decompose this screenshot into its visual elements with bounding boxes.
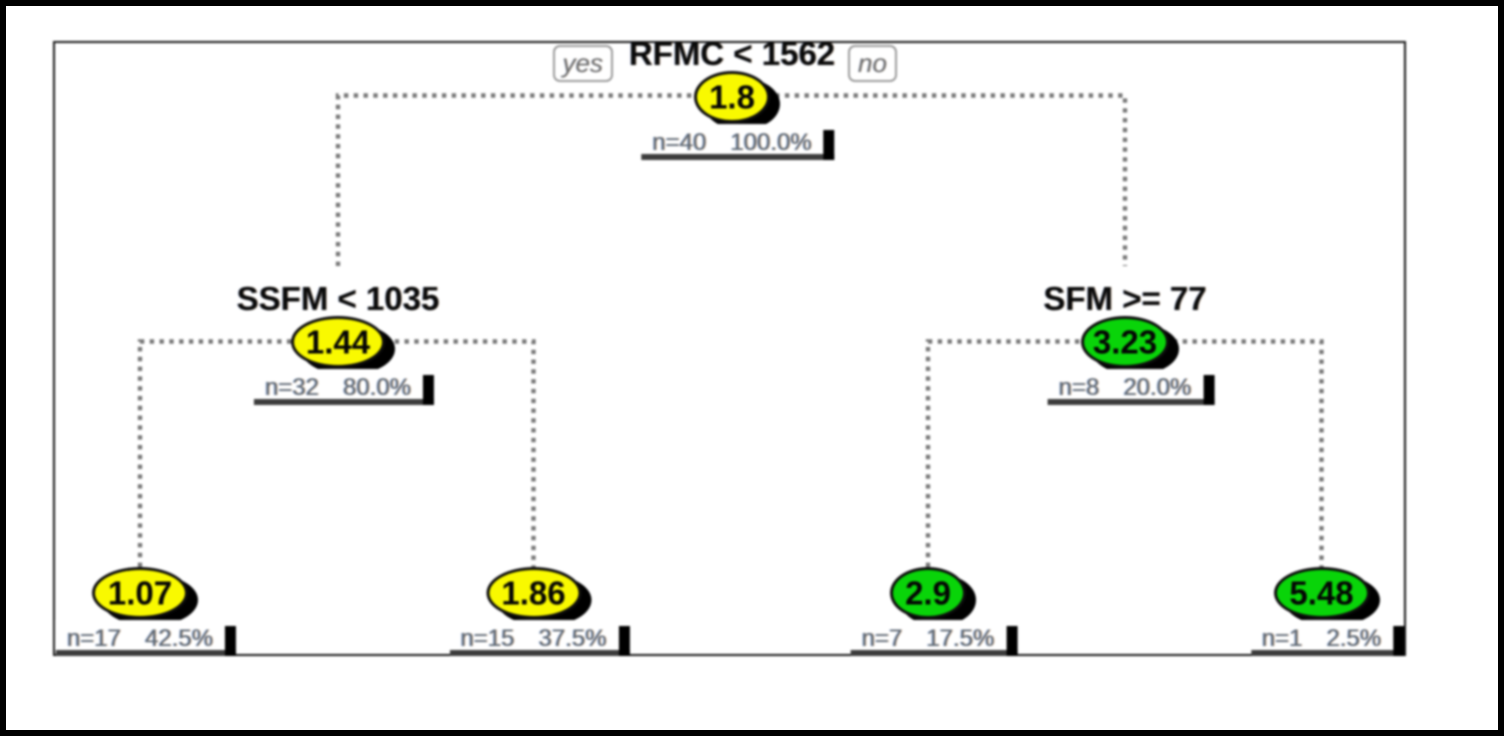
node-value-ellipse: 2.9 bbox=[890, 566, 966, 619]
node-value-ellipse: 1.07 bbox=[92, 566, 188, 619]
node-count: n=7 bbox=[861, 624, 903, 652]
node-value: 1.07 bbox=[107, 574, 173, 612]
no-branch-label: no bbox=[858, 48, 887, 78]
node-count: n=15 bbox=[460, 624, 515, 652]
node-count: n=8 bbox=[1058, 373, 1100, 401]
node-value-ellipse: 1.44 bbox=[291, 315, 385, 368]
node-count: n=32 bbox=[264, 373, 319, 401]
split-condition: SFM >= 77 bbox=[1043, 279, 1207, 317]
node-value-ellipse: 1.86 bbox=[486, 566, 581, 619]
node-stats-box: n=1 2.5% bbox=[1249, 619, 1405, 656]
node-stats-box: n=7 17.5% bbox=[849, 619, 1018, 656]
node-percent: 20.0% bbox=[1123, 373, 1192, 401]
branch-root bbox=[335, 93, 1128, 266]
node-count: n=40 bbox=[652, 128, 707, 156]
node-percent: 2.5% bbox=[1326, 624, 1382, 652]
plot-border bbox=[53, 41, 1406, 656]
node-value: 5.48 bbox=[1289, 574, 1354, 612]
node-value-ellipse: 3.23 bbox=[1081, 315, 1169, 368]
split-condition: RFMC < 1562 bbox=[628, 34, 836, 72]
node-value: 1.8 bbox=[709, 78, 755, 116]
node-value: 1.44 bbox=[305, 323, 371, 361]
node-percent: 17.5% bbox=[926, 624, 995, 652]
node-percent: 37.5% bbox=[538, 624, 607, 652]
node-percent: 80.0% bbox=[343, 373, 412, 401]
node-percent: 100.0% bbox=[730, 128, 812, 156]
node-value-ellipse: 1.8 bbox=[694, 70, 770, 123]
node-stats-box: n=40 100.0% bbox=[640, 123, 836, 160]
node-count: n=1 bbox=[1261, 624, 1303, 652]
node-stats-box: n=17 42.5% bbox=[54, 619, 237, 656]
node-value: 2.9 bbox=[905, 574, 951, 612]
node-stats-box: n=8 20.0% bbox=[1046, 368, 1215, 405]
node-value-ellipse: 5.48 bbox=[1273, 566, 1370, 619]
split-condition: SSFM < 1035 bbox=[236, 279, 440, 317]
node-stats-box: n=15 37.5% bbox=[448, 619, 630, 656]
yes-branch-label: yes bbox=[562, 48, 603, 78]
node-stats-box: n=32 80.0% bbox=[252, 368, 435, 405]
node-value: 1.86 bbox=[501, 574, 566, 612]
node-percent: 42.5% bbox=[145, 624, 214, 652]
node-count: n=17 bbox=[66, 624, 121, 652]
yes-branch-badge: yes bbox=[552, 44, 613, 82]
no-branch-badge: no bbox=[848, 44, 897, 82]
node-value: 3.23 bbox=[1092, 323, 1158, 361]
